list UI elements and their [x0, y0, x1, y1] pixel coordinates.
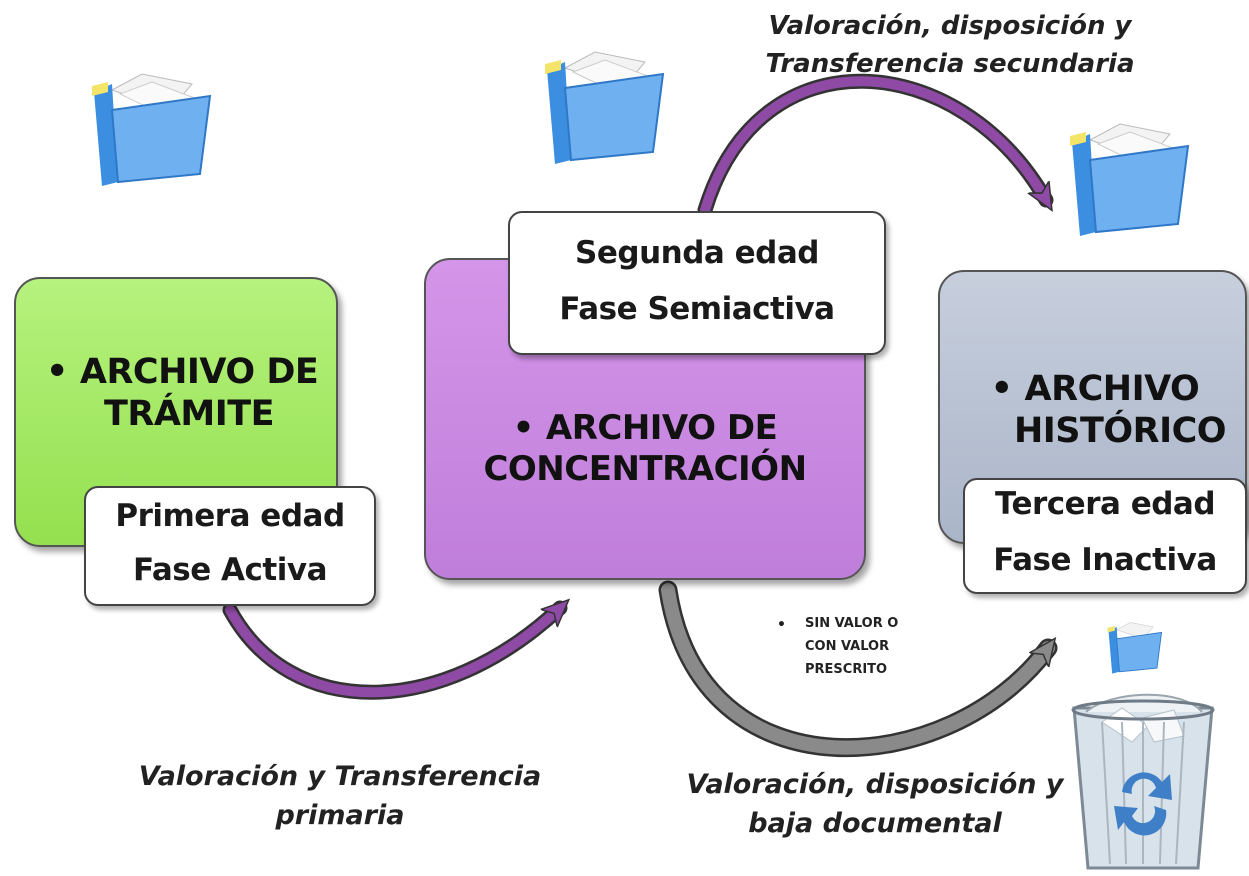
folder-icon [545, 51, 665, 164]
phase-label: Fase Semiactiva [559, 291, 835, 327]
bullet: • [777, 617, 786, 633]
note-line-2: CON VALOR [805, 638, 890, 654]
caption-line-1: Valoración y Transferencia [138, 761, 542, 792]
folder-icon [1107, 622, 1163, 674]
label-primera-edad: Primera edad Fase Activa [84, 486, 376, 606]
title-line-1: ARCHIVO [1024, 369, 1200, 409]
caption-line-1: Valoración, disposición y [686, 769, 1064, 800]
caption-transferencia-primaria: Valoración y Transferencia primaria [120, 757, 560, 835]
title-line-1: ARCHIVO DE [79, 352, 319, 392]
bullet: • [990, 369, 1013, 409]
note-line-1: SIN VALOR O [805, 616, 899, 631]
caption-baja-documental: Valoración, disposición y baja documenta… [680, 765, 1070, 843]
arrow-primaria [222, 608, 560, 700]
folder-icon [92, 73, 212, 186]
note-sin-valor: • SIN VALOR O CON VALOR PRESCRITO [777, 613, 975, 681]
age-label: Primera edad [115, 498, 345, 534]
age-label: Segunda edad [575, 235, 819, 271]
phase-label: Fase Activa [133, 552, 328, 588]
title-line-2: CONCENTRACIÓN [483, 448, 807, 489]
caption-line-2: Transferencia secundaria [765, 48, 1135, 79]
caption-line-1: Valoración, disposición y [768, 11, 1132, 41]
caption-line-2: baja documental [748, 808, 1002, 840]
bullet: • [46, 352, 68, 392]
caption-line-2: primaria [275, 800, 405, 832]
label-segunda-edad: Segunda edad Fase Semiactiva [508, 211, 886, 355]
trash-bin-icon [1071, 693, 1215, 870]
node-title: • ARCHIVO DE TRÁMITE [46, 351, 336, 435]
title-line-2: HISTÓRICO [1013, 411, 1227, 451]
title-line-2: TRÁMITE [104, 394, 275, 434]
label-tercera-edad: Tercera edad Fase Inactiva [963, 478, 1247, 594]
node-title: • ARCHIVO HISTÓRICO [950, 368, 1240, 452]
arrow-secundaria [697, 73, 1054, 218]
folder-icon [1070, 123, 1190, 236]
node-archivo-tramite: • ARCHIVO DE TRÁMITE [14, 277, 338, 547]
phase-label: Fase Inactiva [993, 542, 1217, 578]
age-label: Tercera edad [994, 486, 1216, 522]
note-line-3: PRESCRITO [805, 661, 888, 677]
node-title: •ARCHIVO DE CONCENTRACIÓN [426, 408, 864, 490]
arrow-baja [658, 580, 1058, 758]
bullet: • [512, 408, 535, 448]
title-line-1: ARCHIVO DE [545, 408, 778, 448]
caption-transferencia-secundaria: Valoración, disposición y Transferencia … [740, 8, 1160, 83]
